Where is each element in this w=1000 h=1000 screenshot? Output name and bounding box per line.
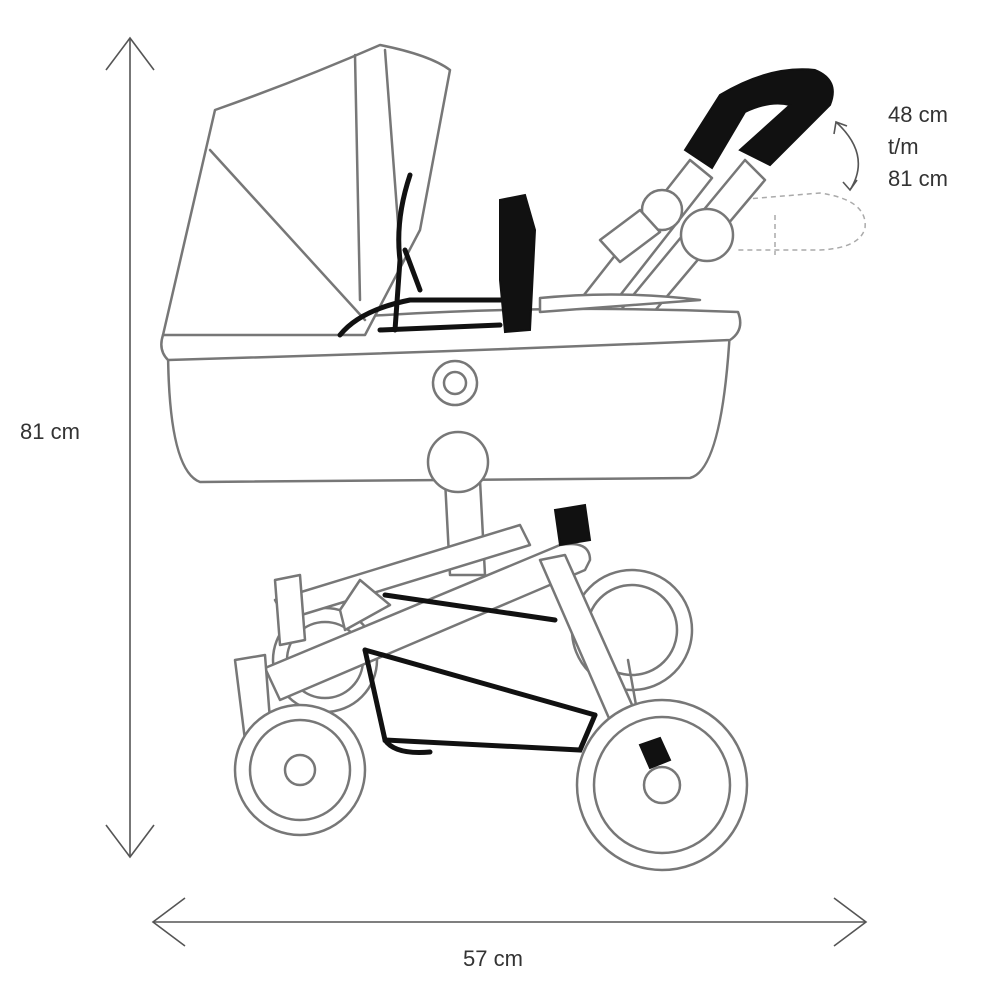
height-arrow — [105, 36, 155, 859]
handle-adjust-arrow — [833, 120, 860, 192]
width-arrow — [151, 897, 868, 947]
handle-height-min-label: 48 cm — [888, 102, 948, 127]
handle-lowered-position — [734, 192, 866, 251]
harness — [337, 172, 537, 338]
wheel-rear-front — [233, 703, 367, 837]
handle-height-max-label: 81 cm — [888, 166, 948, 191]
basket — [338, 503, 598, 755]
wheel-front-front — [575, 698, 749, 872]
width-label: 57 cm — [463, 946, 523, 971]
handlebar — [683, 68, 834, 170]
handle-height-separator: t/m — [888, 134, 919, 159]
height-label: 81 cm — [20, 419, 80, 444]
canopy — [161, 43, 452, 337]
